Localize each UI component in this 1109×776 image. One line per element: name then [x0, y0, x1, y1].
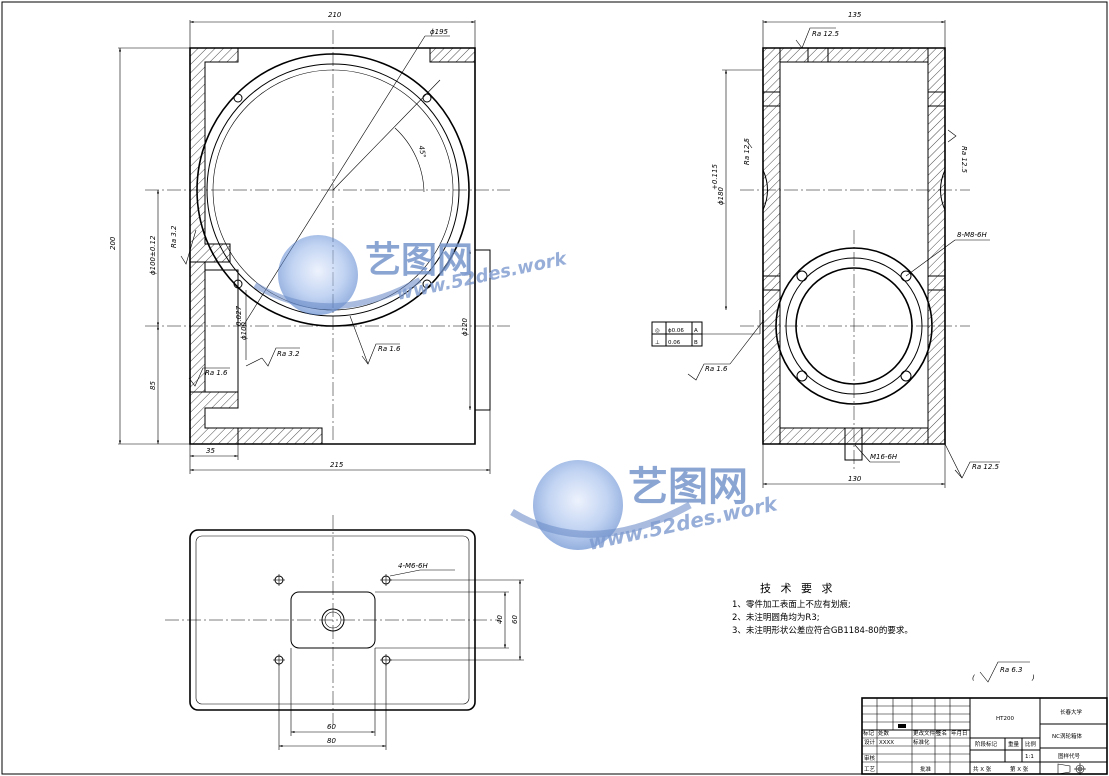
tb-drawing-no-label: 图样代号: [1058, 752, 1081, 760]
side-view: [651, 20, 1000, 488]
tb-sheet: 第 X 张: [1010, 765, 1029, 773]
tb-design-label: 设计: [864, 738, 876, 746]
side-dim-bore-dia: ϕ180: [717, 186, 725, 205]
requirement-item-1: 1、零件加工表面上不应有划痕;: [732, 599, 851, 610]
bottom-view: [165, 515, 524, 750]
watermark-logo-1: [253, 235, 422, 315]
bottom-dim-inner-h: 40: [496, 615, 504, 624]
side-roughness-2: Ra 12.5: [743, 137, 751, 165]
bottom-dim-inner-w: 60: [327, 723, 336, 731]
title-block: [861, 697, 1108, 775]
bottom-dim-holes: 4-M6-6H: [398, 562, 428, 570]
tb-check-label: 审核: [864, 754, 876, 762]
tb-std-label: 标准化: [913, 738, 930, 746]
front-dim-height-85: 85: [149, 381, 157, 390]
tb-scale-label: 比例: [1025, 740, 1037, 748]
front-dim-bore-dia: ϕ195: [430, 28, 449, 36]
tb-date-label: 年月日: [951, 729, 968, 737]
tolerance-symbol-2: ⊥: [655, 340, 660, 346]
side-dim-bore-fit: +0.115: [711, 164, 719, 190]
general-roughness-paren-close: ): [1031, 674, 1035, 682]
front-dim-angle: 45°: [417, 145, 427, 159]
front-roughness-3: Ra 1.6: [205, 369, 228, 377]
tb-weight-label: 重量: [1008, 740, 1020, 748]
side-dim-thread-holes: 8-M8-6H: [957, 231, 987, 239]
front-dim-right-dia: ϕ120: [461, 317, 469, 336]
side-dim-bottom-width: 130: [848, 475, 862, 483]
tolerance-datum-1: A: [694, 328, 698, 334]
tb-design-name: XXXX: [879, 740, 894, 746]
tb-part-name: NC涡轮箱体: [1052, 732, 1082, 740]
front-roughness-4: Ra 1.6: [378, 345, 401, 353]
tolerance-datum-2: B: [694, 340, 698, 346]
tolerance-value-1: ϕ0.06: [668, 328, 684, 334]
side-roughness-1: Ra 12.5: [812, 30, 840, 38]
front-dim-left-offset: 35: [206, 447, 215, 455]
bottom-dim-outer-w: 80: [327, 737, 336, 745]
front-roughness-1: Ra 3.2: [170, 225, 178, 248]
tb-change-label: 更改文件号: [913, 729, 941, 737]
side-roughness-5: Ra 12.5: [972, 463, 1000, 471]
bottom-dim-outer-h: 60: [511, 615, 519, 624]
side-dim-top-width: 135: [848, 11, 862, 19]
tb-sheets: 共 X 张: [973, 765, 992, 773]
watermark-brand-2: 艺图网: [628, 464, 748, 510]
front-view: [118, 20, 510, 474]
general-roughness: Ra 6.3: [1000, 666, 1023, 674]
watermark-brand-1: 艺图网: [365, 240, 473, 281]
tolerance-symbol-1: ◎: [655, 328, 660, 334]
watermark-logo-2: [510, 460, 692, 550]
front-dim-bore-fit: ϕ100±0.12: [149, 235, 157, 275]
requirement-item-3: 3、未注明形状公差应符合GB1184-80的要求。: [732, 625, 913, 636]
front-dim-bottom-width: 215: [330, 461, 344, 469]
side-roughness-4: Ra 1.6: [705, 365, 728, 373]
tb-school: 长春大学: [1060, 708, 1083, 716]
requirement-item-2: 2、未注明圆角均为R3;: [732, 612, 820, 623]
tolerance-value-2: 0.06: [668, 340, 681, 346]
general-roughness-paren-open: (: [972, 674, 975, 682]
tb-scale: 1:1: [1025, 754, 1034, 760]
side-dim-bottom-thread: M16-6H: [870, 453, 898, 461]
front-dim-small-dia: ϕ100: [240, 321, 248, 340]
side-roughness-3: Ra 12.5: [960, 146, 968, 174]
requirements-title: 技 术 要 求: [760, 582, 836, 595]
front-roughness-2: Ra 3.2: [277, 350, 300, 358]
tb-process-label: 工艺: [864, 766, 876, 773]
front-dim-top-width: 210: [328, 11, 342, 19]
tb-approve-label: 批准: [920, 765, 932, 773]
tb-stage-label: 阶段标记: [975, 740, 998, 748]
front-dim-overall-height: 200: [109, 236, 117, 250]
tb-count-label: 处数: [878, 729, 890, 737]
tb-sign-label: 签名: [936, 729, 947, 737]
front-dim-small-fit: 0.027: [235, 305, 243, 326]
tb-mark-label: 标记: [863, 729, 875, 737]
tb-material: HT200: [996, 716, 1014, 722]
